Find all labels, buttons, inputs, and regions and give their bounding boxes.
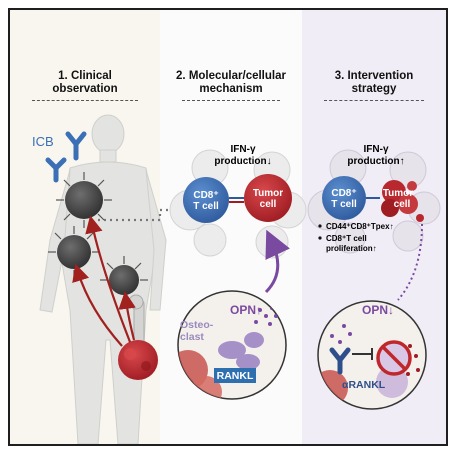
osteoclast-icon [218,332,264,370]
ifn-production-up: production↑ [347,156,404,167]
diagram-canvas: ICB [32,114,441,444]
tumor-lesion-icon [100,256,148,304]
bullet-dot [318,224,322,228]
cell-label: cell [394,199,411,210]
tumor-label: Tumor [383,188,413,199]
tumor-lesion-icon [56,172,112,228]
bullet-cd8-line2: proliferation↑ [326,244,377,253]
cd8-label: CD8⁺ [193,190,218,201]
opn-down-label: OPN↓ [362,303,394,317]
prohibited-icon [376,340,412,376]
cd8-t-cell-icon: CD8⁺ T cell [183,177,229,223]
treated-bone-circle: OPN↓ αRANKL [317,300,427,410]
panel-2-title-line2: mechanism [199,83,263,95]
panel-3-title: 3. Intervention strategy [302,70,446,96]
rankl-label: RANKL [217,370,254,382]
figure-frame: 1. Clinical observation 2. Molecular/cel… [8,8,448,446]
ifn-label: IFN-γ [231,144,256,155]
cd8-t-cell-icon: CD8⁺ T cell [322,176,366,220]
metastasis-arrow [85,215,132,343]
panel-2-title: 2. Molecular/cellular mechanism [160,70,302,96]
panel-2-divider [182,100,280,101]
panel-3-title-line1: 3. Intervention [334,70,414,82]
outcome-bullet-list: CD44⁺CD8⁺Tpex↑ CD8⁺T cell proliferation↑ [318,222,394,253]
bullet-cd8-line1: CD8⁺T cell [326,234,367,243]
ifn-production-down: production↓ [214,156,271,167]
arankl-label: αRANKL [342,379,386,391]
rankl-badge [214,368,256,383]
panel-1-divider [32,100,138,101]
metastasis-arrow [72,263,123,347]
panel-3-title-line2: strategy [351,83,397,95]
ifn-label: IFN-γ [364,144,389,155]
t-cell-label: T cell [193,201,219,212]
t-cell-label: T cell [331,199,357,210]
bullet-dot [318,236,322,240]
inhibition-mark [352,348,373,360]
panel-1-title-line1: 1. Clinical [58,70,112,82]
bone-microenvironment-circle: OPN↑ Osteo- clast [177,290,287,400]
metastasis-arrow [118,291,136,341]
antibody-icon [65,131,87,161]
tumor-label: Tumor [253,188,283,199]
opn-up-label: OPN↑ [230,303,262,317]
cd8-label: CD8⁺ [331,188,356,199]
antibody-icon [329,347,351,375]
bullet-tpex: CD44⁺CD8⁺Tpex↑ [326,222,394,231]
bone-tumor-icon [118,340,158,380]
tumor-cell-icon: Tumor cell [244,174,292,222]
cell-label: cell [260,199,277,210]
osteoclast-label-line2: clast [180,331,204,343]
panel-1-title-line2: observation [52,83,118,95]
antibody-icon [45,157,67,183]
icb-label: ICB [32,134,54,149]
osteoclast-label-line1: Osteo- [180,319,214,331]
fragmented-tumor-cell-icon: Tumor cell [381,180,424,222]
panel-3-divider [324,100,424,101]
panel-1-title: 1. Clinical observation [10,70,160,96]
dotted-connector [98,208,182,222]
panel-2-title-line1: 2. Molecular/cellular [176,70,286,82]
opn-effect-arrow [264,229,290,294]
